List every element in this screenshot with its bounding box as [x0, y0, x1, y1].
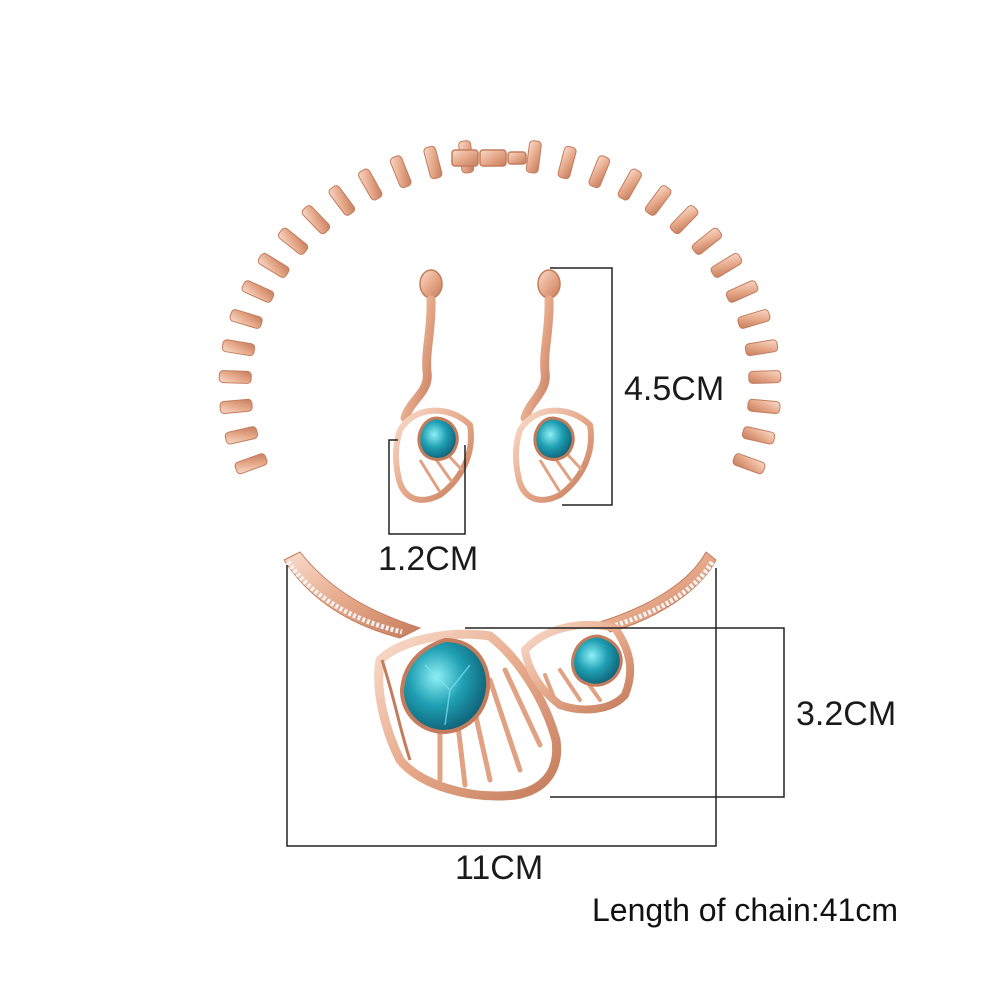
chain-link: [423, 145, 443, 180]
earring-left: [392, 269, 474, 503]
chain-link: [277, 227, 309, 255]
earring-width-bracket: [388, 439, 466, 535]
pendant-width-label: 11CM: [455, 849, 544, 887]
chain-link: [525, 140, 542, 174]
dimension-lines: [286, 267, 785, 847]
pendant-large-gem: [399, 637, 491, 735]
chain-link: [588, 155, 611, 189]
chain-link: [557, 145, 577, 180]
chain-link: [234, 453, 268, 475]
chain-link: [257, 252, 290, 278]
earring-width-label: 1.2CM: [378, 540, 479, 578]
chain-link: [748, 370, 782, 384]
chain-link: [737, 309, 771, 329]
chain-link: [732, 453, 766, 475]
chain-link: [669, 205, 699, 235]
chain-link: [221, 339, 256, 357]
crystal-collar-left: [283, 551, 422, 639]
necklace-clasp: [451, 149, 527, 167]
chain-link: [224, 426, 259, 445]
chain-link: [229, 309, 263, 329]
necklace-chain: [218, 140, 782, 475]
pendant-small-gem: [571, 634, 623, 687]
pendant-height-label: 3.2CM: [796, 695, 897, 733]
earring-length-bracket: [550, 267, 613, 506]
chain-link: [328, 185, 356, 216]
chain-link: [358, 168, 383, 201]
chain-link: [725, 280, 759, 303]
chain-link: [389, 155, 412, 189]
chain-length-text: Length of chain:41cm: [592, 892, 898, 928]
chain-link: [691, 227, 723, 255]
pendant-height-bracket: [465, 627, 785, 798]
chain-link: [644, 185, 672, 216]
chain-link: [744, 339, 779, 357]
earring-right: [512, 269, 594, 503]
chain-link: [741, 426, 776, 445]
crystal-collar-right: [599, 551, 717, 633]
chain-link: [241, 280, 275, 303]
chain-link: [219, 398, 253, 414]
earring-length-label: 4.5CM: [624, 370, 725, 408]
chain-link: [218, 370, 252, 384]
chain-link: [617, 168, 642, 201]
chain-link: [710, 252, 743, 278]
chain-link: [747, 398, 781, 414]
chain-link: [301, 205, 331, 235]
pendant-width-bracket: [286, 565, 717, 847]
pendant-large-leaf: [374, 629, 562, 801]
